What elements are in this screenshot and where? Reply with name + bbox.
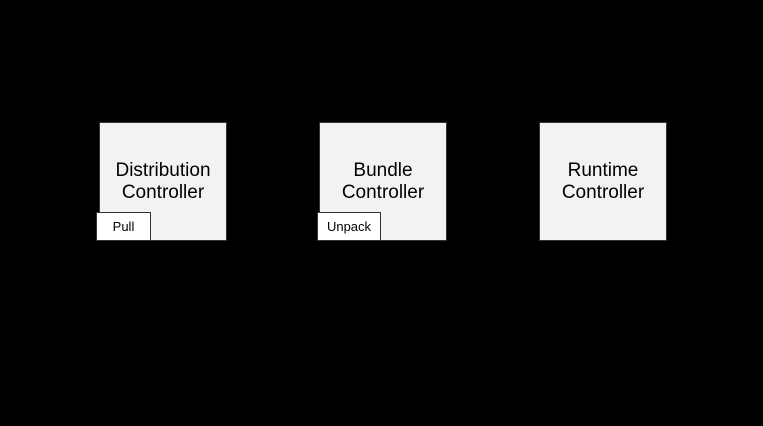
- subnode-label: Unpack: [326, 219, 372, 234]
- node-label: Runtime Controller: [561, 159, 645, 203]
- node-runtime-controller: Runtime Controller: [539, 122, 667, 241]
- node-label: Bundle Controller: [341, 159, 425, 203]
- subnode-pull: Pull: [96, 212, 151, 241]
- subnode-label: Pull: [112, 219, 135, 234]
- subnode-unpack: Unpack: [317, 212, 381, 241]
- node-label: Distribution Controller: [115, 159, 211, 203]
